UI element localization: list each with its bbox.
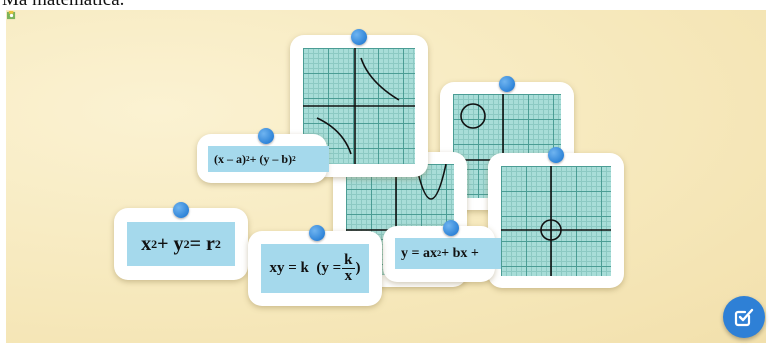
fraction: k x xyxy=(342,252,355,284)
pin-icon xyxy=(443,220,459,236)
formula-part: ) xyxy=(355,260,361,276)
formula-part: y = ax xyxy=(401,245,437,261)
pin-icon xyxy=(173,202,189,218)
fraction-numerator: k xyxy=(342,252,355,269)
formula-circle-general: (x – a)2 + (y – b)2 xyxy=(208,146,329,172)
formula-part: + (y – b) xyxy=(249,151,293,166)
formula-exponent: 2 xyxy=(436,249,442,258)
page-title: Ma matemática. xyxy=(2,0,124,10)
formula-card-hyperbola[interactable]: xy = k (y = k x ) xyxy=(248,225,382,306)
formula-part: x xyxy=(141,232,152,255)
formula-part: + bx + xyxy=(441,245,479,261)
pin-icon xyxy=(258,128,274,144)
formula-exponent: 2 xyxy=(151,236,158,251)
pin-icon xyxy=(548,147,564,163)
graph-card-hyperbola[interactable] xyxy=(290,29,428,177)
formula-exponent: 2 xyxy=(183,236,190,251)
page-header: Ma matemática. xyxy=(0,0,772,12)
formula-part: = r xyxy=(189,232,215,255)
submit-check-button[interactable] xyxy=(723,296,765,338)
graph-circle-origin xyxy=(501,166,611,276)
graph-card-circle-origin[interactable] xyxy=(488,147,624,288)
formula-exponent: 2 xyxy=(246,155,250,163)
formula-hyperbola: xy = k (y = k x ) xyxy=(261,244,369,293)
formula-part: (y = xyxy=(316,260,342,276)
formula-card-circle-general[interactable]: (x – a)2 + (y – b)2 xyxy=(197,128,329,183)
formula-part: (x – a) xyxy=(214,151,246,166)
fraction-denominator: x xyxy=(344,268,353,284)
pin-icon xyxy=(351,29,367,45)
formula-exponent: 2 xyxy=(292,155,296,163)
formula-exponent: 2 xyxy=(214,236,221,251)
pin-icon xyxy=(309,225,325,241)
puzzle-help-icon[interactable] xyxy=(7,11,16,20)
pin-icon xyxy=(499,76,515,92)
formula-part: xy = k xyxy=(269,260,309,276)
check-square-icon xyxy=(734,308,754,327)
formula-part: + y xyxy=(157,232,184,255)
